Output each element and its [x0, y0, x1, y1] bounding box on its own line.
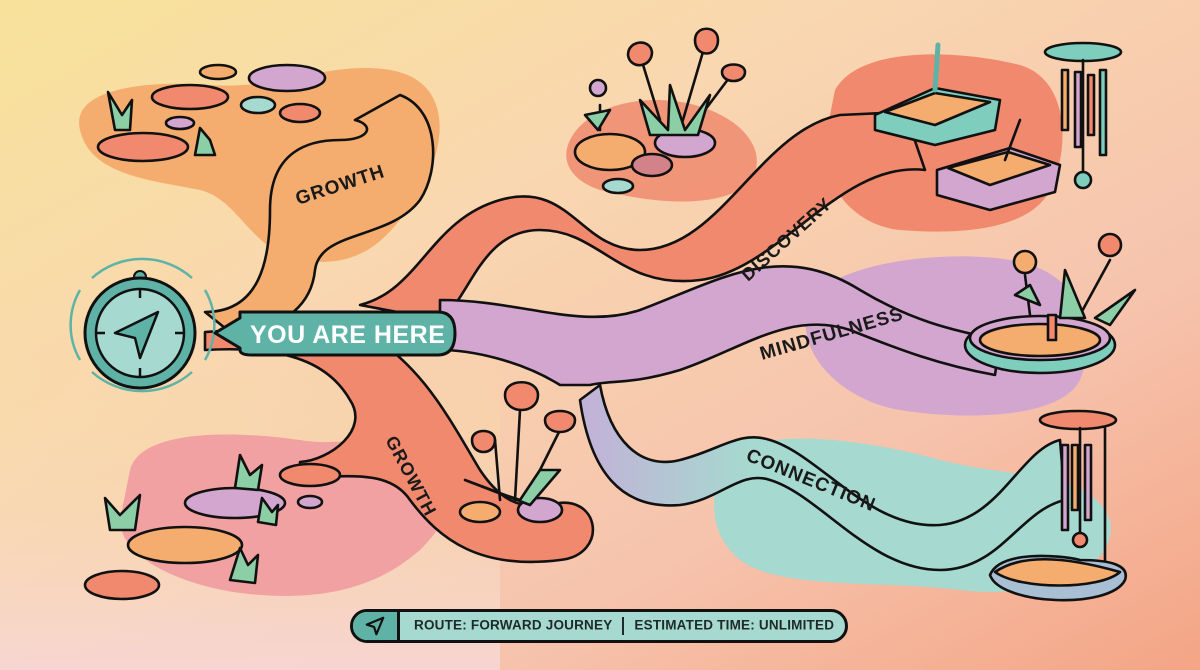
- navigation-arrow-icon: [113, 310, 160, 360]
- estimated-time: ESTIMATED TIME: UNLIMITED: [634, 617, 835, 633]
- path-mindfulness[interactable]: [438, 265, 1002, 387]
- stepping-stones-top: [96, 63, 327, 163]
- tulips-top: [573, 27, 747, 195]
- zen-planter: [963, 232, 1137, 375]
- you-are-here-marker[interactable]: YOU ARE HERE: [213, 310, 457, 357]
- sandbox-teal: [873, 42, 1002, 147]
- path-growth-top[interactable]: [203, 93, 435, 334]
- route-icon-cell[interactable]: [353, 612, 400, 640]
- you-are-here-label: YOU ARE HERE: [250, 321, 445, 349]
- tulips-bottom: [458, 381, 577, 524]
- wind-chime-bottom: [988, 409, 1128, 602]
- stepping-stones-bottom: [83, 453, 342, 601]
- route-info-bar: ROUTE: FORWARD JOURNEY ESTIMATED TIME: UN…: [350, 609, 848, 643]
- navigation-arrow-icon: [365, 616, 385, 636]
- route-name: ROUTE: FORWARD JOURNEY: [414, 617, 613, 633]
- sandbox-lavender: [935, 118, 1062, 212]
- route-separator: [622, 617, 625, 635]
- compass-icon[interactable]: [69, 257, 216, 393]
- wind-chime-top: [1043, 41, 1123, 190]
